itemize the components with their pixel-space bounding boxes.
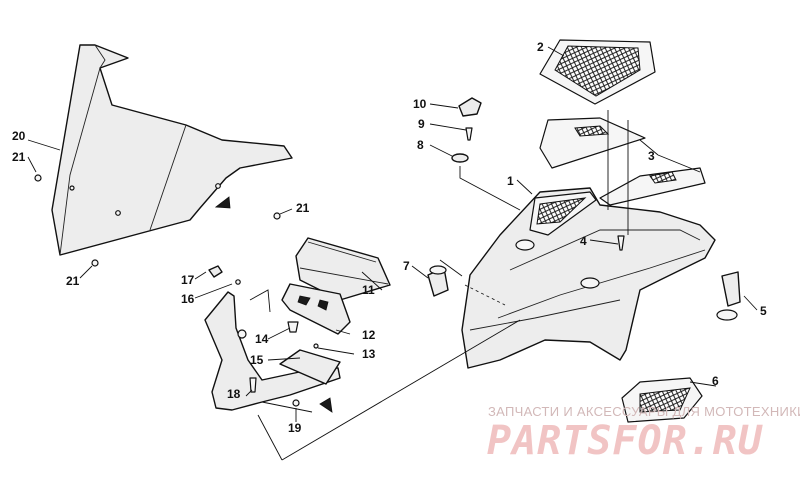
callout-labels: 1 2 3 4 5 6 7 8 9 10 11 12 13 14 15 16 1… xyxy=(12,40,767,435)
callout-11: 11 xyxy=(362,283,375,297)
nut-17 xyxy=(208,265,223,278)
windshield xyxy=(51,44,293,256)
tray-6 xyxy=(621,377,703,423)
hood xyxy=(461,187,716,369)
side-vent-upper xyxy=(539,117,646,169)
gauge-11 xyxy=(295,237,391,301)
callout-15: 15 xyxy=(250,353,264,367)
bolt-4 xyxy=(617,235,625,251)
bolt-18 xyxy=(249,377,257,393)
callout-21-bottom: 21 xyxy=(66,274,80,288)
callout-6: 6 xyxy=(712,374,719,388)
callout-18: 18 xyxy=(227,387,241,401)
callout-1: 1 xyxy=(507,174,514,188)
bolt-19 xyxy=(292,399,300,407)
callout-21-right: 21 xyxy=(296,201,310,215)
callout-10: 10 xyxy=(413,97,427,111)
vent-grille xyxy=(539,39,656,105)
callout-9: 9 xyxy=(418,117,425,131)
filler-5 xyxy=(716,271,741,321)
callout-20: 20 xyxy=(12,129,26,143)
screw-21-a xyxy=(34,174,42,182)
callout-14: 14 xyxy=(255,332,269,346)
watermark-logo: PARTSFOR.RU xyxy=(487,418,763,464)
side-vent-lower xyxy=(599,167,706,206)
callout-16: 16 xyxy=(181,292,195,306)
callout-13: 13 xyxy=(362,347,376,361)
callout-3: 3 xyxy=(648,149,655,163)
callout-7: 7 xyxy=(403,259,410,273)
callout-5: 5 xyxy=(760,304,767,318)
screw-21-b xyxy=(273,212,281,220)
switch-nut-8 xyxy=(451,153,469,163)
callout-2: 2 xyxy=(537,40,544,54)
switch-cap-10 xyxy=(458,97,482,117)
pin-13 xyxy=(313,343,319,349)
washer-16 xyxy=(235,279,241,285)
callout-21-left: 21 xyxy=(12,150,26,164)
callout-8: 8 xyxy=(417,138,424,152)
watermark-caption: ЗАПЧАСТИ И АКСЕССУАРЫ ДЛЯ МОТОТЕХНИКИ xyxy=(488,404,800,419)
leader-lines xyxy=(27,46,758,461)
screw-21-c xyxy=(91,259,99,267)
callout-19: 19 xyxy=(288,421,302,435)
mount-plate-12 xyxy=(281,283,351,335)
callout-17: 17 xyxy=(181,273,195,287)
callout-12: 12 xyxy=(362,328,376,342)
callout-4: 4 xyxy=(580,234,587,248)
switch-screw-9 xyxy=(465,127,473,141)
bolt-14 xyxy=(287,321,299,333)
plug-7 xyxy=(427,265,449,297)
